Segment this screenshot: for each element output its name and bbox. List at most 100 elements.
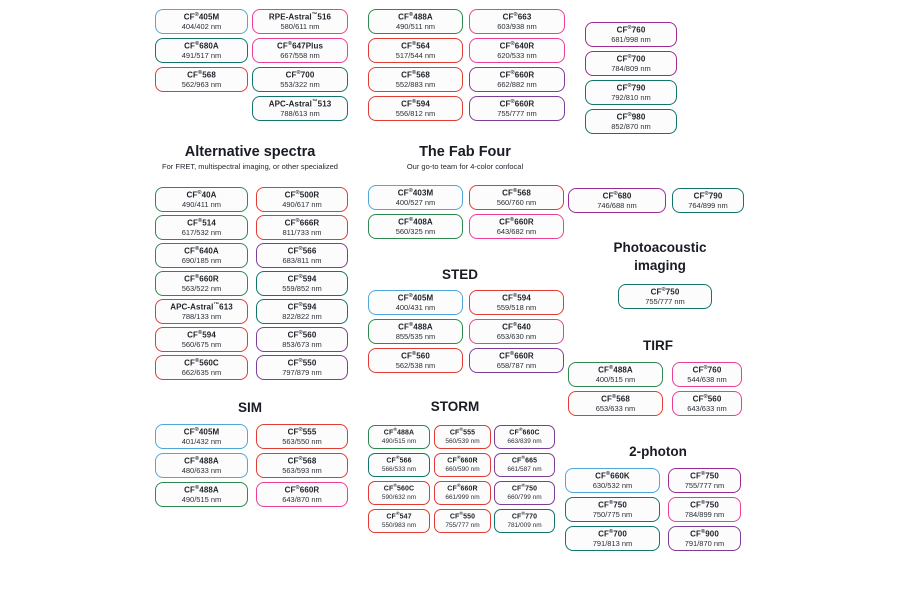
dye-name: APC-Astral™613 [170,301,233,312]
dye-wavelengths: 490/411 nm [181,200,222,210]
dye-wavelengths: 580/611 nm [280,22,320,32]
dye-name: CF®564 [401,40,430,51]
dye-name: CF®568 [401,69,430,80]
dye-name: CF®700 [598,528,627,539]
dye-name: CF®790 [693,190,723,201]
dye-wavelengths: 553/322 nm [280,80,320,90]
dye-name: CF®750 [650,286,680,297]
dye-name: CF®594 [502,292,531,303]
dye-name: CF®666R [284,217,320,228]
dye-name: CF®40A [186,189,217,200]
dye-name: CF®660R [499,216,534,227]
dye-name: CF®403M [397,187,434,198]
dye-name: CF®488A [184,455,219,466]
dye-name: CF®568 [287,455,317,466]
dye-name: CF®680A [184,40,219,51]
dye-name: CF®660C [509,428,540,437]
dye-name: CF®550 [287,357,317,368]
section-subtitle-fab-four: Our go-to team for 4-color confocal [406,162,524,171]
dye-name: CF®647Plus [276,40,324,51]
dye-wavelengths: 797/879 nm [282,368,322,378]
dye-name: CF®547 [386,512,412,521]
dye-name: CF®550 [449,512,476,521]
dye-name: CF®680 [602,190,632,201]
dye-name: CF®660K [595,470,630,481]
section-title-photoacoustic-line2: imaging [634,258,686,273]
dye-name: CF®566 [287,245,317,256]
section-title-fab-four: The Fab Four [419,144,511,160]
dye-name: CF®660R [184,273,219,284]
section-title-sted: STED [441,267,478,282]
dye-wavelengths: 653/633 nm [595,404,636,414]
dye-name: CF®640A [184,245,219,256]
dye-wavelengths: 560/325 nm [395,227,436,237]
dye-wavelengths: 660/799 nm [507,493,542,501]
dye-name: CF®980 [616,111,646,122]
dye-name: CF®566 [386,456,412,465]
dye-name: CF®560 [401,350,430,361]
dye-wavelengths: 661/587 nm [507,465,542,473]
dye-name: CF®760 [616,24,646,35]
dye-name: CF®660R [499,69,535,80]
dye-name: CF®900 [690,528,719,539]
dye-wavelengths: 852/870 nm [611,122,651,132]
dye-name: CF®660R [499,98,535,109]
dye-wavelengths: 400/527 nm [395,198,436,208]
dye-name: CF®488A [398,321,433,332]
dye-wavelengths: 755/777 nm [684,481,725,491]
dye-wavelengths: 617/532 nm [181,228,222,238]
dye-wavelengths: 663/839 nm [507,437,542,445]
dye-name: CF®488A [598,364,633,375]
dye-wavelengths: 853/673 nm [282,340,322,350]
dye-name: CF®770 [511,512,538,521]
dye-name: CF®660R [447,456,478,465]
dye-name: CF®488A [398,11,433,22]
dye-wavelengths: 544/638 nm [687,375,727,385]
dye-wavelengths: 560/760 nm [496,198,537,208]
dye-wavelengths: 590/632 nm [381,493,417,501]
dye-wavelengths: 562/963 nm [181,80,222,90]
dye-name: CF®560 [692,393,722,404]
dye-wavelengths: 401/432 nm [181,437,222,447]
dye-wavelengths: 400/431 nm [395,303,436,313]
dye-wavelengths: 792/810 nm [611,93,651,103]
